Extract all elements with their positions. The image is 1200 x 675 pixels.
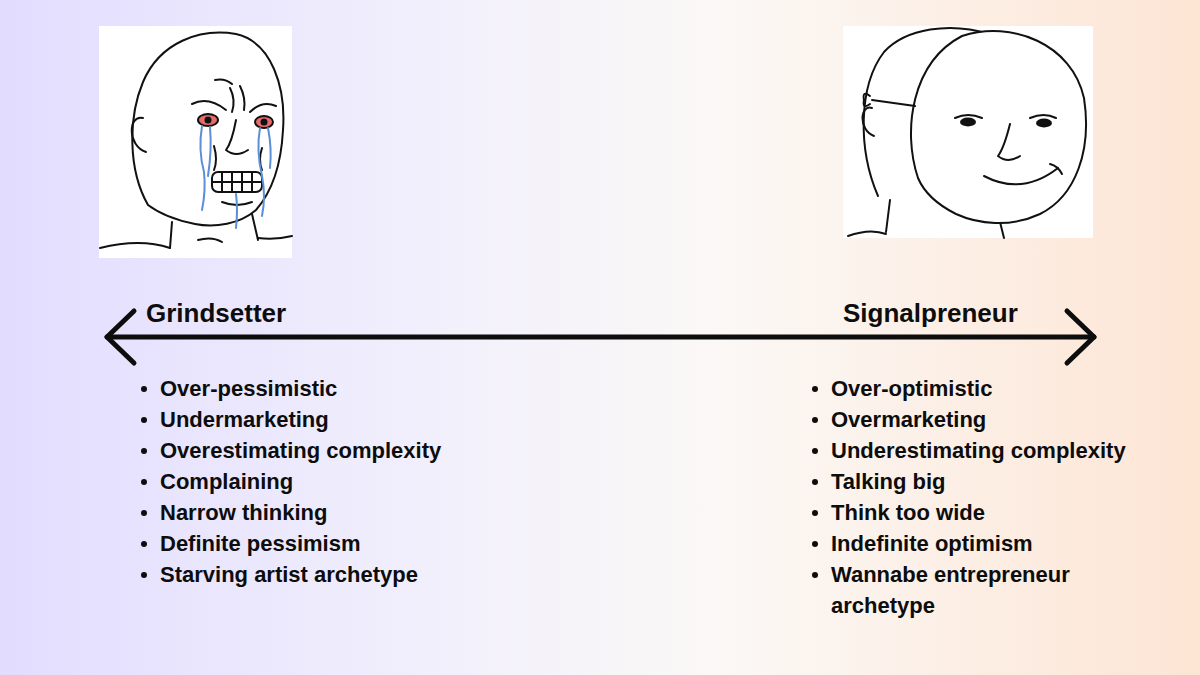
trait-item: Over-optimistic (811, 373, 1156, 404)
trait-list: Over-pessimisticUndermarketingOverestima… (140, 373, 485, 590)
scale-end-label: Grindsetter (146, 297, 286, 329)
trait-item: Wannabe entrepreneur archetype (811, 559, 1156, 621)
trait-item: Think too wide (811, 497, 1156, 528)
crying-face (99, 26, 292, 258)
trait-item: Talking big (811, 466, 1156, 497)
trait-item: Overmarketing (811, 404, 1156, 435)
trait-item: Narrow thinking (140, 497, 485, 528)
trait-item: Indefinite optimism (811, 528, 1156, 559)
trait-item: Overestimating complexity (140, 435, 485, 466)
trait-item: Definite pessimism (140, 528, 485, 559)
trait-list: Over-optimisticOvermarketingUnderestimat… (811, 373, 1156, 621)
scale-end-label: Signalpreneur (843, 297, 1018, 329)
masked-face (843, 26, 1093, 238)
trait-item: Over-pessimistic (140, 373, 485, 404)
trait-item: Underestimating complexity (811, 435, 1156, 466)
trait-item: Undermarketing (140, 404, 485, 435)
trait-item: Starving artist archetype (140, 559, 485, 590)
trait-item: Complaining (140, 466, 485, 497)
